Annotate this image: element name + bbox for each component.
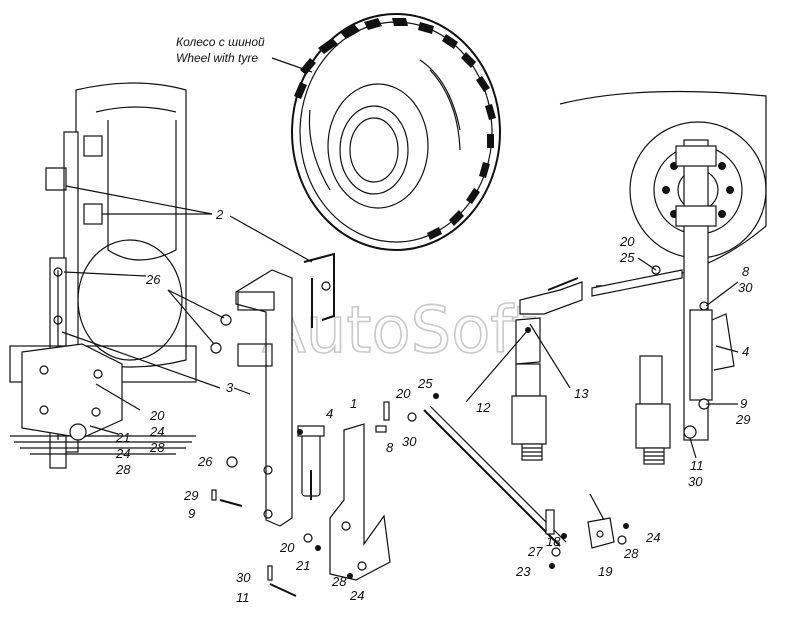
bolt-20-b: [303, 533, 313, 543]
callout-11-b: 11: [690, 458, 704, 473]
caption-leader: [271, 57, 313, 73]
callout-20-c: 20: [395, 386, 411, 401]
callout-24: 24: [149, 424, 164, 439]
callout-8: 8: [386, 440, 394, 455]
part-19-bracket: [587, 517, 629, 549]
callout-26: 26: [145, 272, 161, 287]
callout-24-c: 24: [349, 588, 364, 603]
nut-26: [226, 456, 238, 468]
callout-28-d: 28: [623, 546, 639, 561]
leader-lines: [61, 185, 605, 521]
callout-30-b: 30: [402, 434, 417, 449]
callout-2: 2: [215, 207, 224, 222]
callout-28: 28: [149, 440, 165, 455]
callout-29-b: 29: [735, 412, 750, 427]
washer-24: [357, 561, 367, 571]
wheel-with-tyre: [291, 13, 501, 251]
pin-11: [269, 583, 297, 597]
callout-26-b: 26: [197, 454, 213, 469]
callout-19: 19: [598, 564, 612, 579]
callout-20-b: 20: [279, 540, 295, 555]
callout-28-c: 28: [331, 574, 347, 589]
part-2-u-bolt: [303, 252, 335, 328]
callout-4: 4: [326, 406, 333, 421]
callout-29: 29: [183, 488, 198, 503]
bolt-20: [407, 412, 417, 422]
pin-8: [383, 401, 390, 421]
pin-30: [375, 425, 387, 433]
callout-28-b: 28: [115, 462, 131, 477]
center-right-assembly: [511, 277, 583, 461]
callout-13: 13: [574, 386, 589, 401]
callout-21: 21: [115, 430, 130, 445]
callout-27: 27: [527, 544, 543, 559]
pin-9: [219, 499, 243, 507]
callout-20-d: 20: [619, 234, 635, 249]
washer-21: [315, 545, 321, 551]
callout-8-b: 8: [742, 264, 750, 279]
callout-18: 18: [546, 534, 561, 549]
callout-30: 30: [236, 570, 251, 585]
callout-3: 3: [226, 380, 234, 395]
pin-30-b: [267, 565, 273, 581]
pin-29: [211, 489, 217, 501]
callout-30-c: 30: [738, 280, 753, 295]
callout-25: 25: [417, 376, 433, 391]
callout-24-b: 24: [115, 446, 130, 461]
caption-en: Wheel with tyre: [176, 51, 258, 65]
right-installed-view: [559, 90, 767, 465]
part-1-lever: [329, 423, 391, 581]
watermark: AutoSoft: [262, 294, 537, 368]
callout-12: 12: [476, 400, 491, 415]
nut-25: [433, 393, 439, 399]
nut-26-a: [220, 314, 232, 326]
callout-25-b: 25: [619, 250, 635, 265]
callout-9: 9: [188, 506, 195, 521]
part-12-rod: [423, 405, 567, 569]
nut-26-b: [210, 342, 222, 354]
callout-24-d: 24: [645, 530, 660, 545]
callout-20: 20: [149, 408, 165, 423]
callout-30-d: 30: [688, 474, 703, 489]
callout-1: 1: [350, 396, 357, 411]
nut-28: [347, 573, 353, 579]
caption-ru: Колесо с шиной: [176, 35, 265, 49]
callouts: 2 26 3 20 24 28 21 24 28 4 1 26 29 9 20 …: [115, 207, 753, 605]
part-4-cylinder: [297, 425, 325, 500]
part-3-bracket: [235, 269, 293, 527]
left-installed-view: [9, 82, 197, 469]
callout-9-b: 9: [740, 396, 747, 411]
callout-23: 23: [515, 564, 531, 579]
callout-11: 11: [236, 590, 250, 605]
callout-4-b: 4: [742, 344, 749, 359]
right-leader-lines: [637, 257, 739, 459]
callout-21-b: 21: [295, 558, 310, 573]
